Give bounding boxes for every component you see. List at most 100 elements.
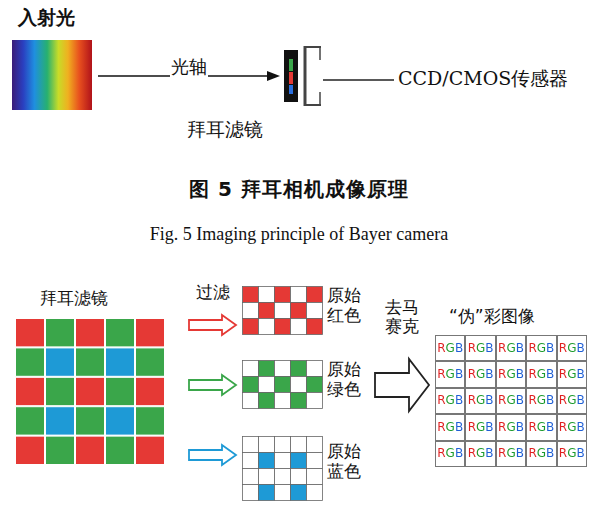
pixel-label: RGB [559,368,585,381]
node-label: 入射光 [18,7,75,29]
pixel-label: RGB [437,368,463,381]
block-arrow [375,359,429,411]
channel-cell [307,319,323,335]
pixel-label: RGB [468,421,494,434]
pixel-label: RGB [437,421,463,434]
bayer-cell [106,436,135,464]
bayer-cell [76,348,105,376]
pixel-label: RGB [437,447,463,460]
pixel-cell: RGB [557,388,587,414]
channel-cell [275,319,291,335]
channel-cell [291,287,307,303]
filter-blue [289,85,293,94]
pixel-label: RGB [528,368,554,381]
bayer-cell [46,436,75,464]
pixel-cell: RGB [557,441,587,467]
channel-cell [243,393,259,409]
pixel-cell: RGB [496,361,526,387]
block-arrow [189,315,236,335]
sensor-bracket [305,46,321,106]
pixel-label: RGB [498,421,524,434]
node-label: 拜耳滤镜 [40,289,108,309]
channel-cell [259,437,275,453]
channel-cell [275,437,291,453]
pixel-cell: RGB [435,335,465,361]
channel-cell [259,303,275,319]
channel-cell [291,453,307,469]
block-arrow [189,445,236,465]
pixel-cell: RGB [526,414,556,440]
channel-cell [275,377,291,393]
pixel-cell: RGB [526,388,556,414]
edge-label: 光轴 [170,57,208,78]
node-label: 拜耳滤镜 [187,119,263,141]
figure-caption: 图 5 拜耳相机成像原理 [0,178,598,201]
channel-cell [291,485,307,501]
channel-cell [291,437,307,453]
channel-cell [291,393,307,409]
edge-label: 过滤 [195,283,231,303]
pixel-label: RGB [498,342,524,355]
channel-cell [243,361,259,377]
node-label: 原始红色 [327,286,361,325]
pixel-label: RGB [559,342,585,355]
bayer-cell [106,377,135,405]
channel-cell [243,485,259,501]
channel-cell [291,361,307,377]
channel-cell [307,303,323,319]
english-caption: Fig. 5 Imaging principle of Bayer camera [0,224,598,245]
channel-cell [275,361,291,377]
output-grid: RGBRGBRGBRGBRGBRGBRGBRGBRGBRGBRGBRGBRGBR… [435,335,587,467]
node-figure [15,318,165,465]
channel-cell [307,393,323,409]
pixel-label: RGB [559,394,585,407]
bayer-cell [16,377,45,405]
bayer-filter: 拜耳滤镜 [284,50,298,102]
channel-cell [275,393,291,409]
pixel-label: RGB [528,342,554,355]
pixel-label: RGB [559,447,585,460]
pixel-cell: RGB [526,361,556,387]
connector [189,375,236,395]
pixel-label: RGB [498,447,524,460]
pixel-cell: RGB [435,361,465,387]
channel-cell [259,485,275,501]
bayer-cell [76,407,105,435]
node-label: 原始蓝色 [327,442,361,481]
filter-green [289,59,293,71]
bayer-cell [136,348,165,376]
channel-cell [307,361,323,377]
channel-cell [259,287,275,303]
pixel-cell: RGB [465,388,495,414]
channel-cell [243,287,259,303]
pixel-label: RGB [437,394,463,407]
bayer-cell [136,319,165,347]
bayer-cell [136,436,165,464]
pixel-cell: RGB [435,388,465,414]
pixel-cell: RGB [435,441,465,467]
sensor-label: CCD/CMOS传感器 [398,68,568,90]
pixel-label: RGB [437,342,463,355]
filter-body [284,50,298,102]
pixel-label: RGB [559,421,585,434]
pixel-label: RGB [528,394,554,407]
channel-cell [243,453,259,469]
channel-cell [275,485,291,501]
channel-cell [243,469,259,485]
spectrum-box: 入射光 [12,40,92,110]
channel-cell [259,393,275,409]
pixel-cell: RGB [496,414,526,440]
channel-cell [243,377,259,393]
leader-line [323,79,394,80]
pixel-cell: RGB [465,441,495,467]
channel-cell [275,303,291,319]
channel-grid: 原始蓝色 [242,436,365,502]
channel-cell [307,469,323,485]
connector [375,359,429,411]
channel-cell [307,377,323,393]
channel-cell [307,485,323,501]
pixel-label: RGB [528,447,554,460]
pixel-label: RGB [528,421,554,434]
bayer-grid: 拜耳滤镜 [15,318,165,465]
bayer-cell [46,348,75,376]
